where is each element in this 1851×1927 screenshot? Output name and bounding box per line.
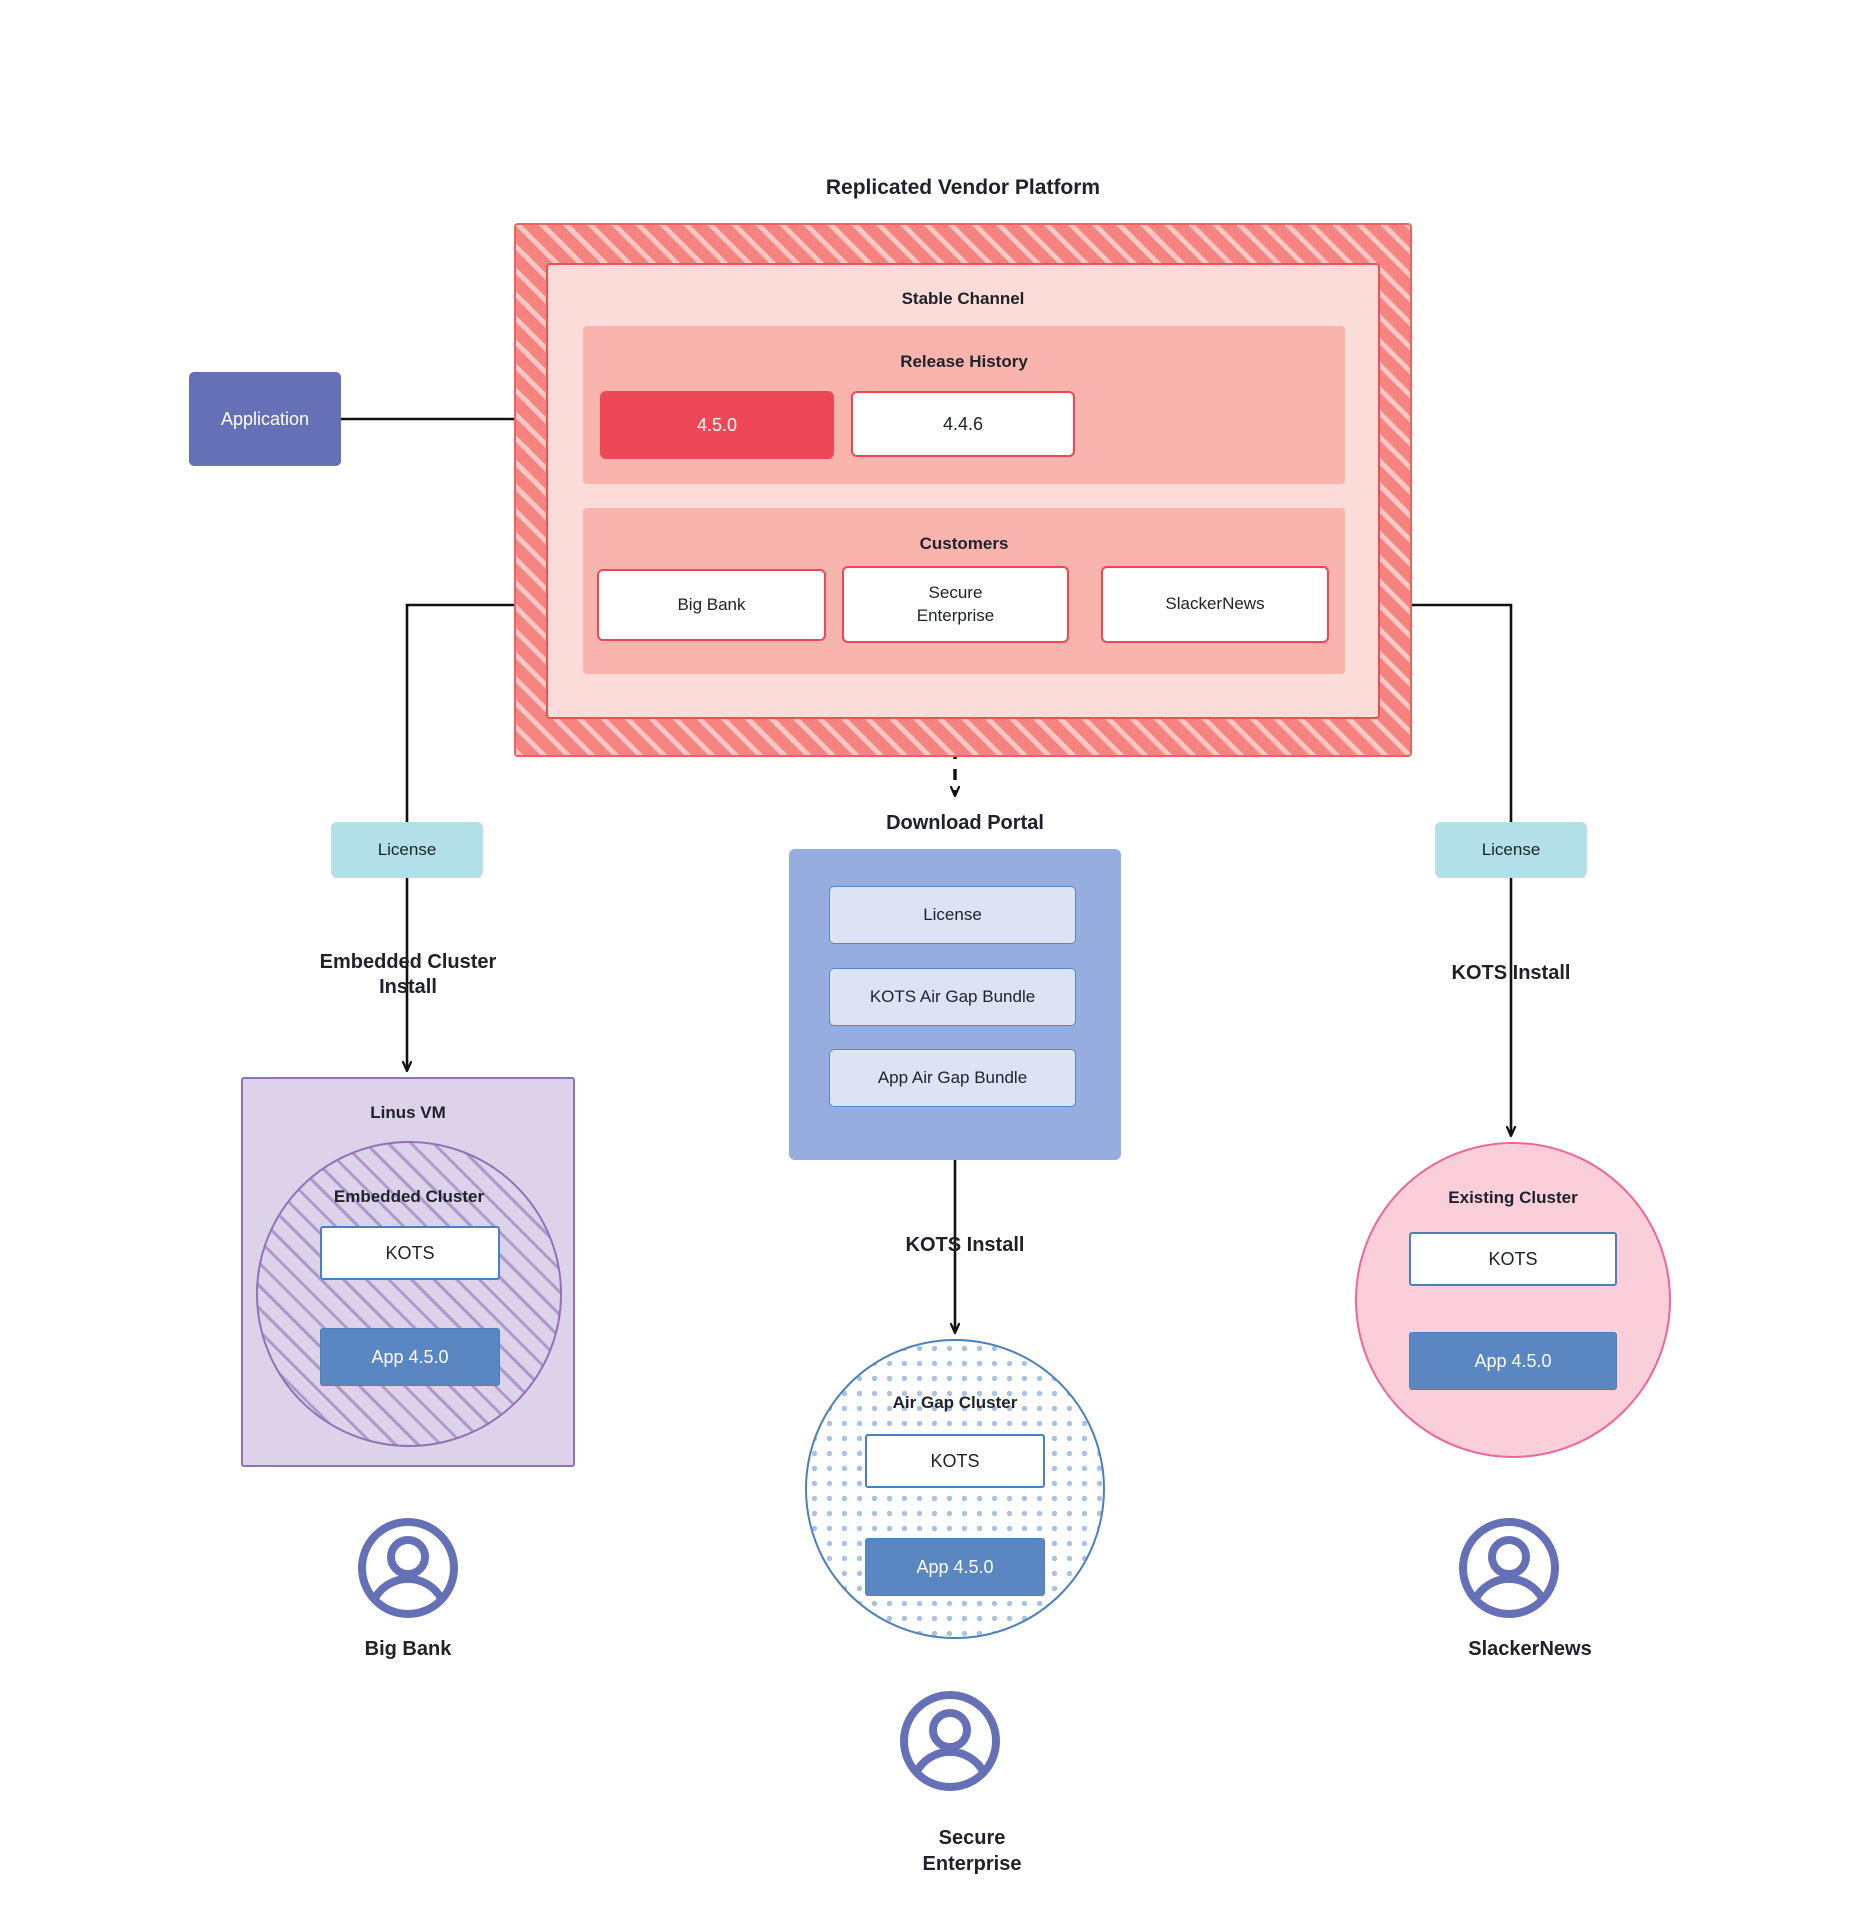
user-avatar-icon bbox=[358, 1518, 458, 1618]
application-node[interactable]: Application bbox=[189, 372, 341, 466]
end-user-label-big-bank: Big Bank bbox=[364, 1638, 452, 1660]
user-avatar-icon bbox=[900, 1691, 1000, 1791]
edge-label-kots-install-right: KOTS Install bbox=[1451, 961, 1571, 984]
user-avatar-icon bbox=[1459, 1518, 1559, 1618]
release-card-previous[interactable]: 4.4.6 bbox=[851, 391, 1075, 457]
embedded-cluster-container bbox=[256, 1141, 562, 1447]
existing-cluster-kots-node[interactable]: KOTS bbox=[1409, 1232, 1617, 1286]
embedded-cluster-label: Embedded Cluster bbox=[333, 1187, 485, 1207]
customer-card-secure-enterprise[interactable]: Secure Enterprise bbox=[842, 566, 1069, 643]
download-portal-item-kots-air-gap-bundle[interactable]: KOTS Air Gap Bundle bbox=[829, 968, 1076, 1026]
air-gap-cluster-app-node[interactable]: App 4.5.0 bbox=[865, 1538, 1045, 1596]
edge-label-embedded-cluster-install: Embedded Cluster Install bbox=[319, 951, 497, 998]
download-portal-item-license[interactable]: License bbox=[829, 886, 1076, 944]
download-portal-label: Download Portal bbox=[886, 811, 1044, 834]
download-portal-item-app-air-gap-bundle[interactable]: App Air Gap Bundle bbox=[829, 1049, 1076, 1107]
release-card-current[interactable]: 4.5.0 bbox=[600, 391, 834, 459]
license-node-left[interactable]: License bbox=[331, 822, 483, 878]
end-user-label-slackernews: SlackerNews bbox=[1468, 1638, 1592, 1660]
release-history-label: Release History bbox=[900, 352, 1028, 372]
customer-card-big-bank[interactable]: Big Bank bbox=[597, 569, 826, 641]
end-user-label-secure-enterprise: Secure Enterprise bbox=[922, 1827, 1022, 1875]
air-gap-cluster-label: Air Gap Cluster bbox=[892, 1393, 1018, 1413]
customer-card-slackernews[interactable]: SlackerNews bbox=[1101, 566, 1329, 643]
existing-cluster-app-node[interactable]: App 4.5.0 bbox=[1409, 1332, 1617, 1390]
linus-vm-label: Linus VM bbox=[370, 1103, 446, 1123]
page-title: Replicated Vendor Platform bbox=[825, 175, 1101, 199]
existing-cluster-container bbox=[1355, 1142, 1671, 1458]
license-node-right[interactable]: License bbox=[1435, 822, 1587, 878]
stable-channel-label: Stable Channel bbox=[901, 289, 1025, 309]
embedded-cluster-kots-node[interactable]: KOTS bbox=[320, 1226, 500, 1280]
existing-cluster-label: Existing Cluster bbox=[1448, 1188, 1578, 1208]
edge-label-kots-install-center: KOTS Install bbox=[905, 1233, 1025, 1256]
customers-label: Customers bbox=[919, 534, 1009, 554]
embedded-cluster-app-node[interactable]: App 4.5.0 bbox=[320, 1328, 500, 1386]
air-gap-cluster-kots-node[interactable]: KOTS bbox=[865, 1434, 1045, 1488]
